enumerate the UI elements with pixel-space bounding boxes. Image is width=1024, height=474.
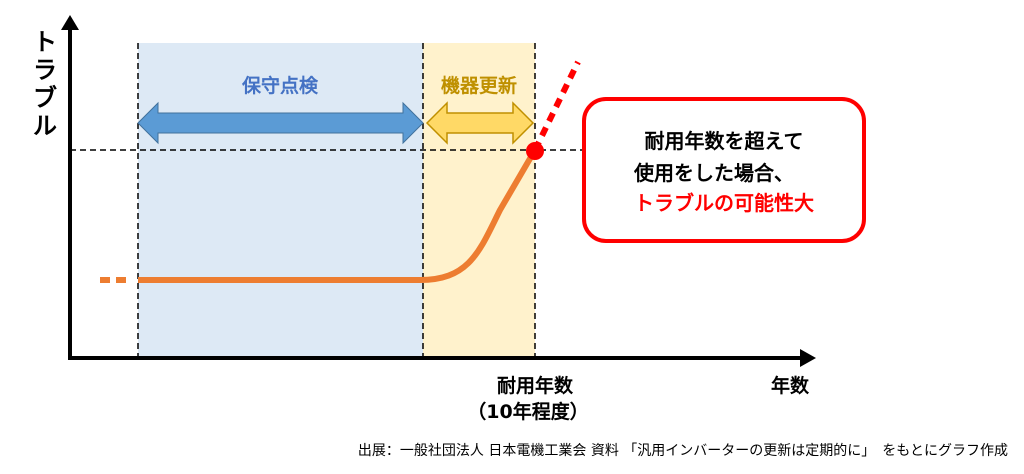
phase-maintenance-label: 保守点検: [241, 74, 319, 97]
trouble-curve: [138, 148, 538, 283]
y-axis-label: ト ラ ブ ル: [33, 28, 57, 140]
service-life-sub-label: （10年程度）: [467, 400, 588, 423]
service-life-label: 耐用年数: [497, 374, 574, 397]
x-axis-label: 年数: [771, 374, 810, 397]
x-axis: [68, 349, 816, 367]
callout-line1: 耐用年数を超えて: [645, 129, 804, 153]
trouble-extrapolation: [532, 60, 581, 152]
svg-text:ブ: ブ: [33, 84, 57, 112]
guide-lines: [70, 43, 583, 358]
svg-text:ラ: ラ: [33, 56, 57, 84]
callout-line3: トラブルの可能性大: [634, 191, 814, 215]
phase-replacement-label: 機器更新: [441, 74, 517, 97]
maintenance-double-arrow: [137, 101, 424, 145]
svg-text:ル: ル: [33, 112, 57, 140]
source-note: 出展：一般社団法人 日本電機工業会 資料 「汎用インバーターの更新は定期的に」 …: [358, 443, 1008, 459]
replacement-region: [423, 43, 535, 358]
svg-text:ト: ト: [33, 28, 57, 56]
callout-box: [582, 97, 866, 243]
maintenance-region: [138, 43, 423, 358]
y-axis: [61, 15, 79, 358]
callout-line2: 使用をした場合、: [633, 161, 794, 185]
replacement-double-arrow: [425, 101, 535, 145]
service-life-point: [526, 142, 544, 160]
